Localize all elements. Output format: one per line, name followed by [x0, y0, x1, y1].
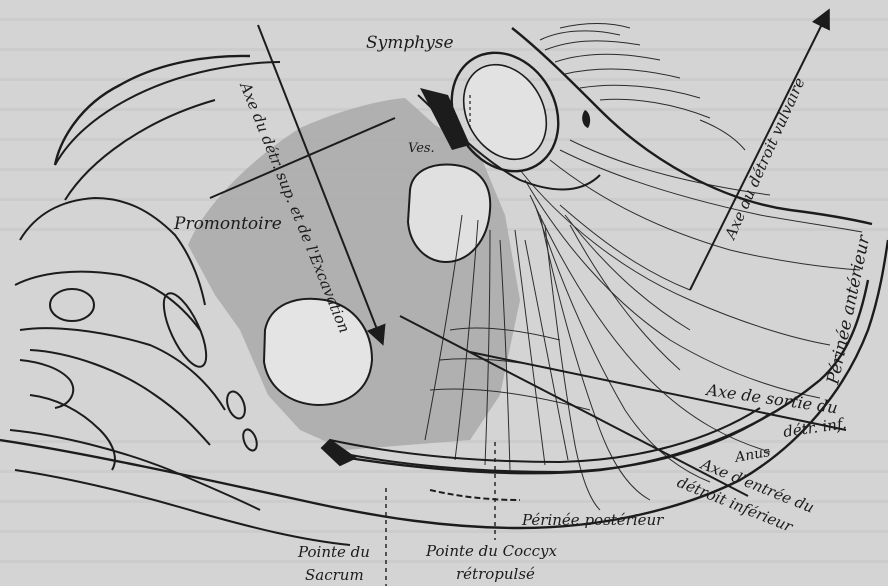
label-perinee-anterieur: Périnée antérieur [823, 233, 874, 387]
label-promontoire: Promontoire [173, 214, 282, 234]
label-axe-detroit-vulvaire: Axe du détroit vulvaire [720, 75, 808, 244]
label-pointe-sacrum-2: Sacrum [305, 566, 364, 584]
pubic-hair [540, 24, 745, 151]
label-symphyse: Symphyse [366, 33, 454, 53]
label-pointe-coccyx-2: rétropulsé [456, 565, 535, 583]
label-pointe-sacrum-1: Pointe du [297, 543, 370, 561]
label-ves: Ves. [408, 141, 435, 156]
label-perinee-posterieur: Périnée postérieur [521, 511, 664, 529]
label-pointe-coccyx-1: Pointe du Coccyx [425, 542, 557, 560]
